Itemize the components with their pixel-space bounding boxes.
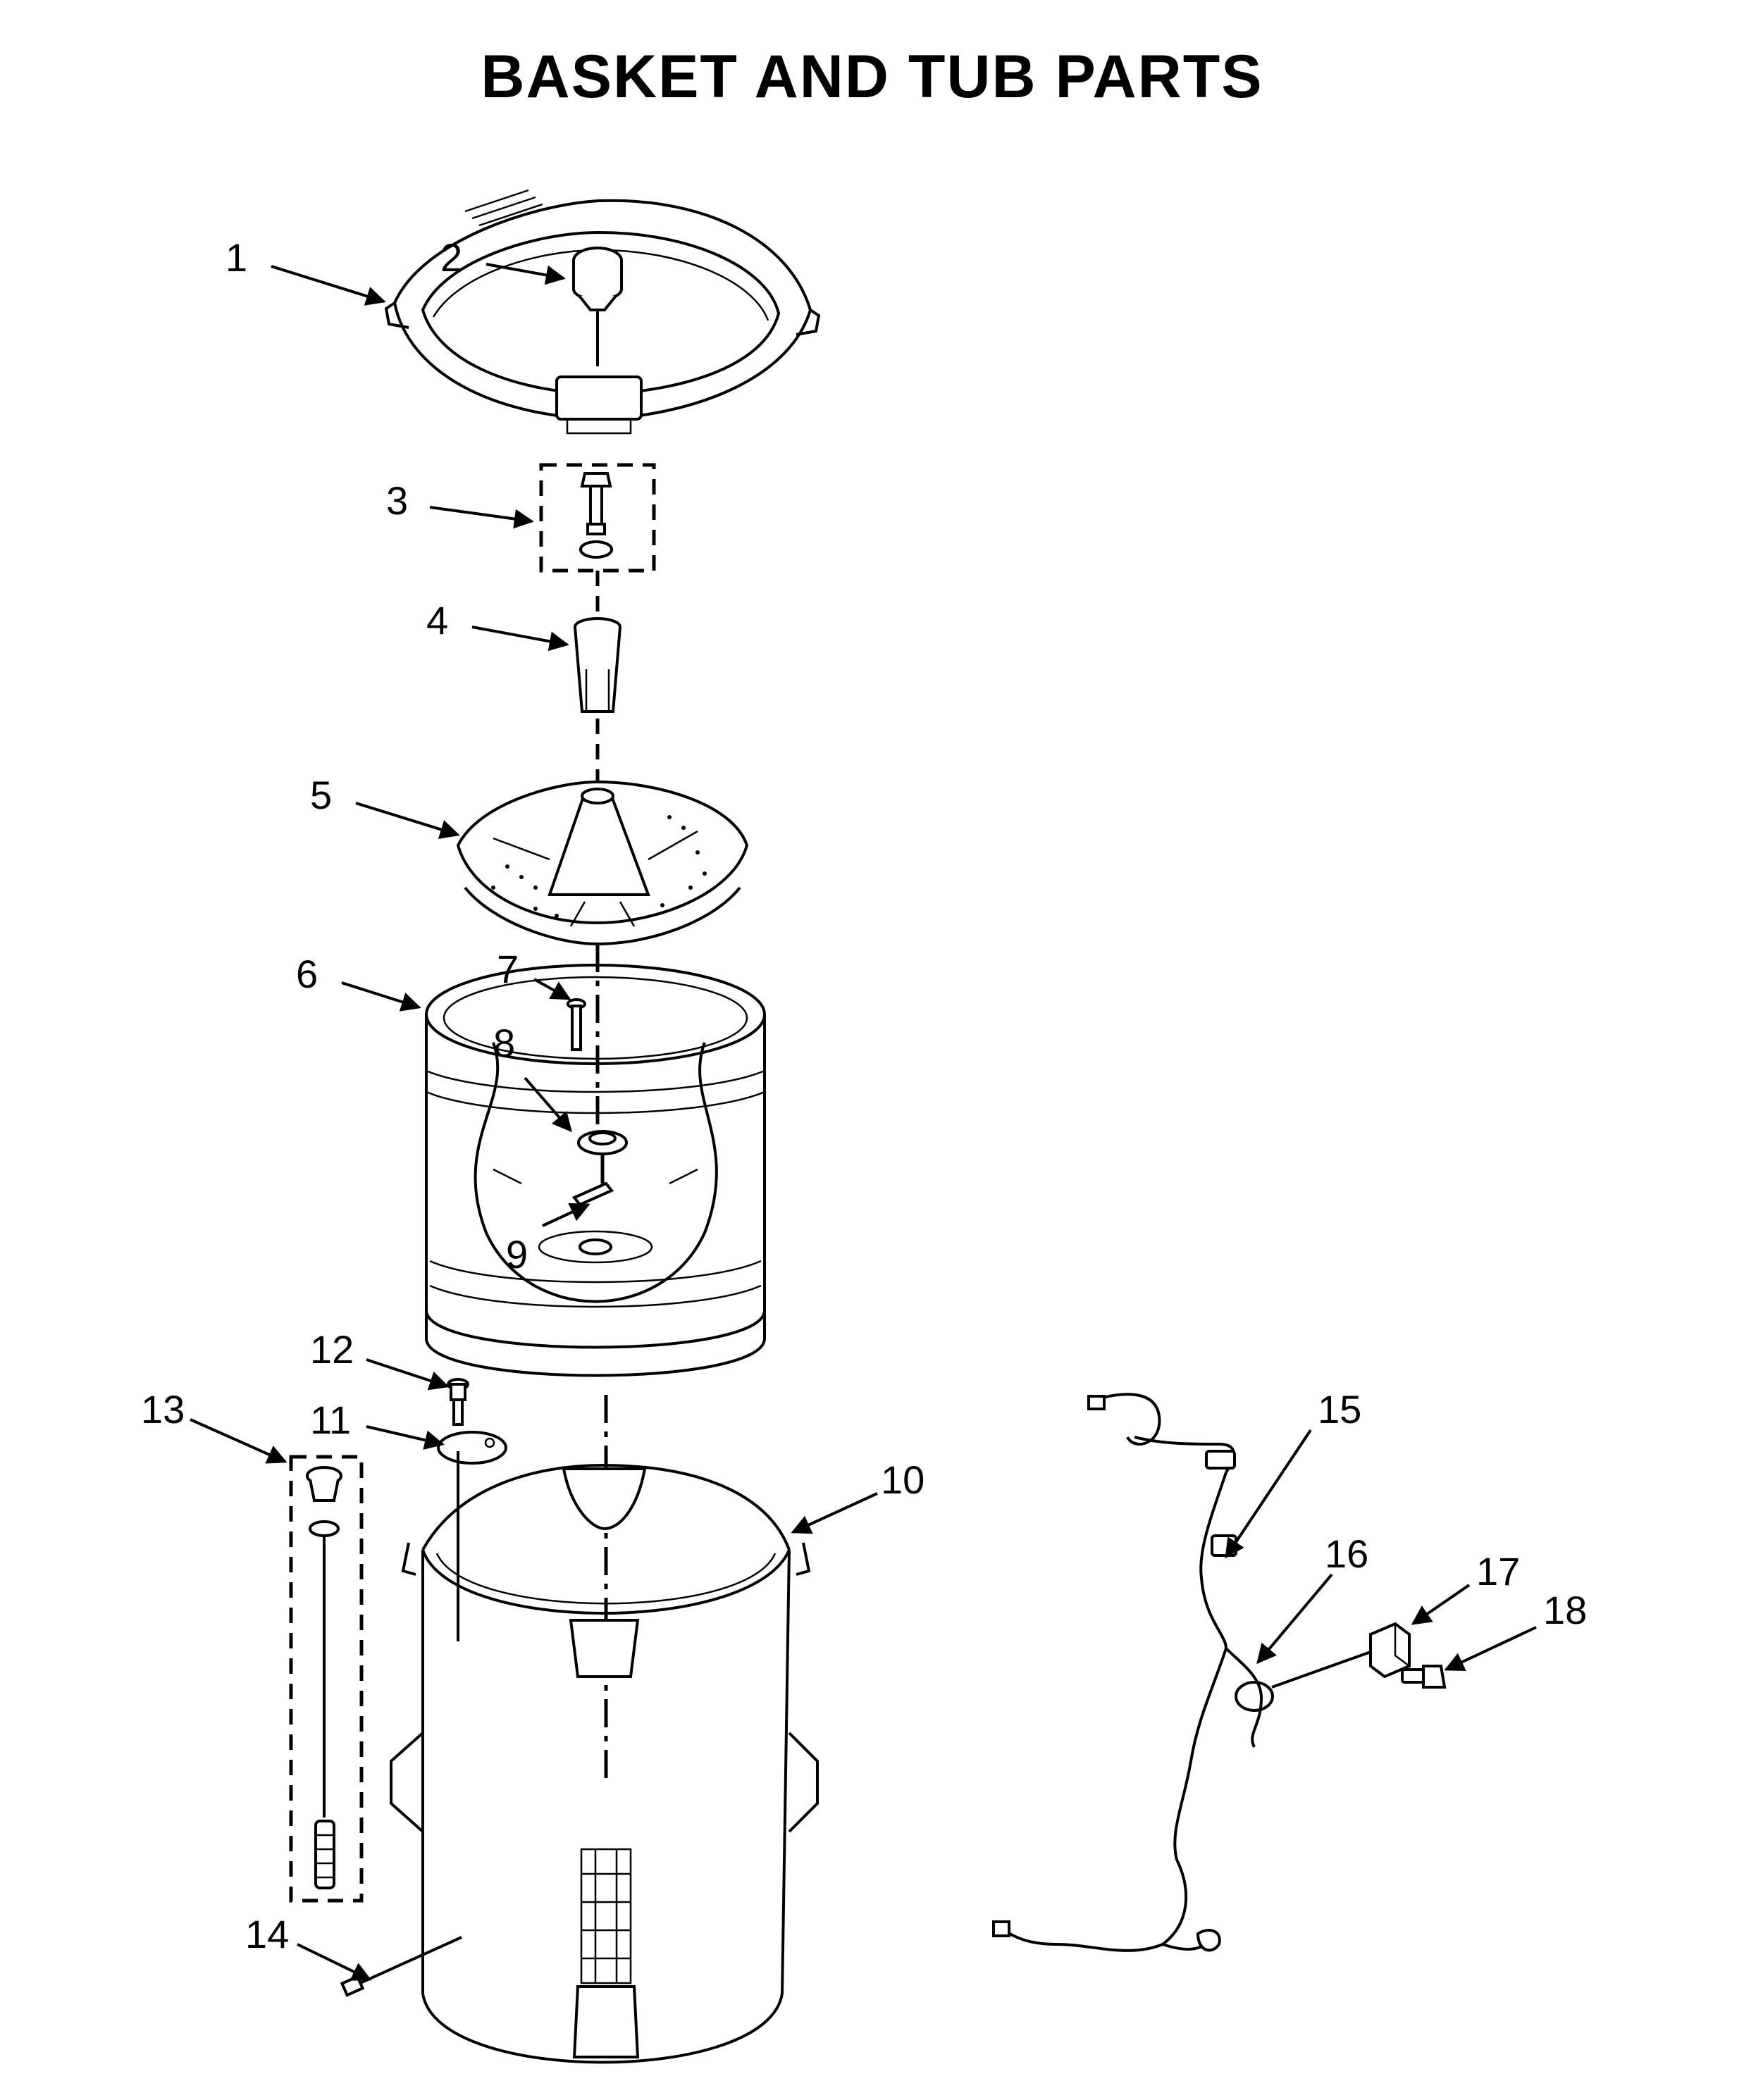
leader-lines	[190, 263, 1537, 1981]
callout-11[interactable]: 11	[310, 1398, 351, 1442]
callout-7[interactable]: 7	[497, 947, 519, 991]
callout-1[interactable]: 1	[225, 235, 247, 280]
callout-5[interactable]: 5	[310, 773, 332, 817]
callout-4[interactable]: 4	[426, 598, 448, 642]
callout-10[interactable]: 10	[881, 1458, 924, 1502]
part-18-sensor[interactable]	[1401, 1665, 1447, 1689]
callout-16[interactable]: 16	[1325, 1531, 1368, 1576]
part-11-washer-plate[interactable]	[437, 1431, 507, 1641]
callout-9[interactable]: 9	[506, 1232, 528, 1276]
part-9-clip[interactable]	[571, 1181, 614, 1255]
part-16-grommet[interactable]	[1271, 1651, 1371, 1689]
page-title: BASKET AND TUB PARTS	[481, 43, 1263, 111]
part-1-tub-ring[interactable]	[384, 189, 821, 435]
callout-18[interactable]: 18	[1543, 1588, 1587, 1632]
part-8-hub[interactable]	[577, 1130, 628, 1155]
callout-17[interactable]: 17	[1476, 1549, 1520, 1593]
part-17-bracket[interactable]	[1369, 1622, 1411, 1679]
part-2-cap[interactable]	[572, 247, 623, 366]
part-5-impeller[interactable]	[456, 780, 749, 946]
callout-12[interactable]: 12	[310, 1327, 354, 1372]
part-10-outer-tub[interactable]	[390, 1463, 819, 2064]
callout-15[interactable]: 15	[1318, 1387, 1361, 1431]
part-6-basket[interactable]	[425, 964, 766, 1377]
part-7-screw[interactable]	[567, 998, 586, 1051]
callout-6[interactable]: 6	[296, 952, 318, 996]
callout-3[interactable]: 3	[386, 478, 408, 523]
callout-13[interactable]: 13	[141, 1387, 185, 1431]
callout-8[interactable]: 8	[493, 1021, 515, 1065]
callout-2[interactable]: 2	[440, 235, 462, 280]
part-13-suspension-rod-kit[interactable]	[289, 1455, 364, 1903]
part-14-rod[interactable]	[340, 1936, 462, 1997]
part-15-wire-harness[interactable]	[992, 1393, 1274, 1952]
part-12-bolt[interactable]	[447, 1378, 469, 1426]
part-4-shaft-adapter[interactable]	[574, 617, 621, 782]
callout-14[interactable]: 14	[245, 1912, 289, 1956]
part-3-bolt-kit[interactable]	[539, 463, 656, 620]
